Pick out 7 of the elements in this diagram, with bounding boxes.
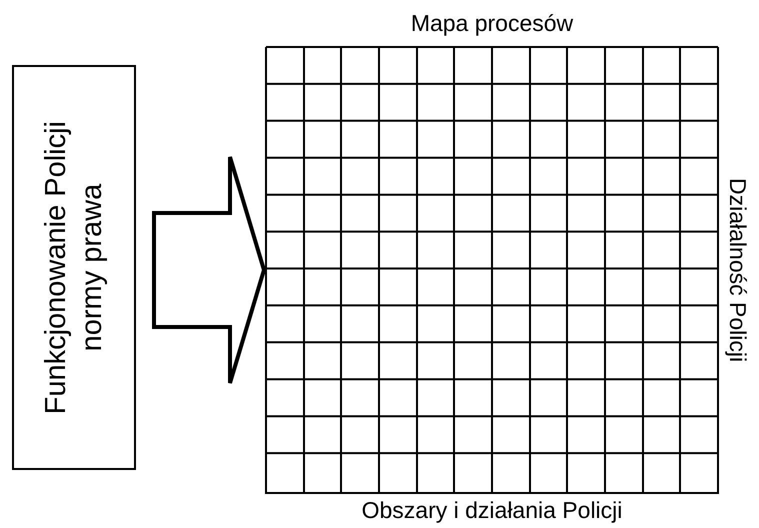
block-arrow — [152, 155, 266, 385]
grid-title: Mapa procesów — [410, 10, 574, 37]
text-box — [12, 65, 136, 470]
bottom-label: Obszary i działania Policji — [360, 497, 624, 524]
box-text: Funkcjonowanie Policji — [39, 120, 73, 414]
box-text: normy prawa — [75, 184, 109, 352]
side-label: Działalność Policji — [724, 177, 751, 365]
